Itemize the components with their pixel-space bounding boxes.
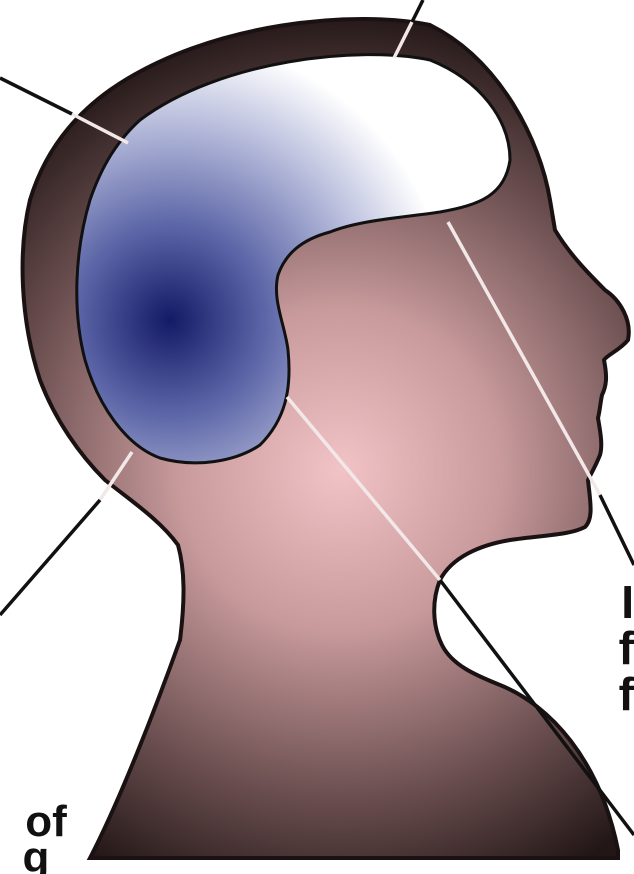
leader-line-top-left-outer xyxy=(0,78,72,114)
label-right-line3: f xyxy=(619,668,634,720)
leader-line-left-outer xyxy=(0,500,100,615)
label-right-line2: f xyxy=(619,622,634,674)
label-bottom-left-line2: g xyxy=(23,833,50,874)
label-right-line1: I xyxy=(621,576,634,628)
leader-line-face-outer xyxy=(600,495,634,565)
leader-line-top-outer xyxy=(412,0,423,22)
